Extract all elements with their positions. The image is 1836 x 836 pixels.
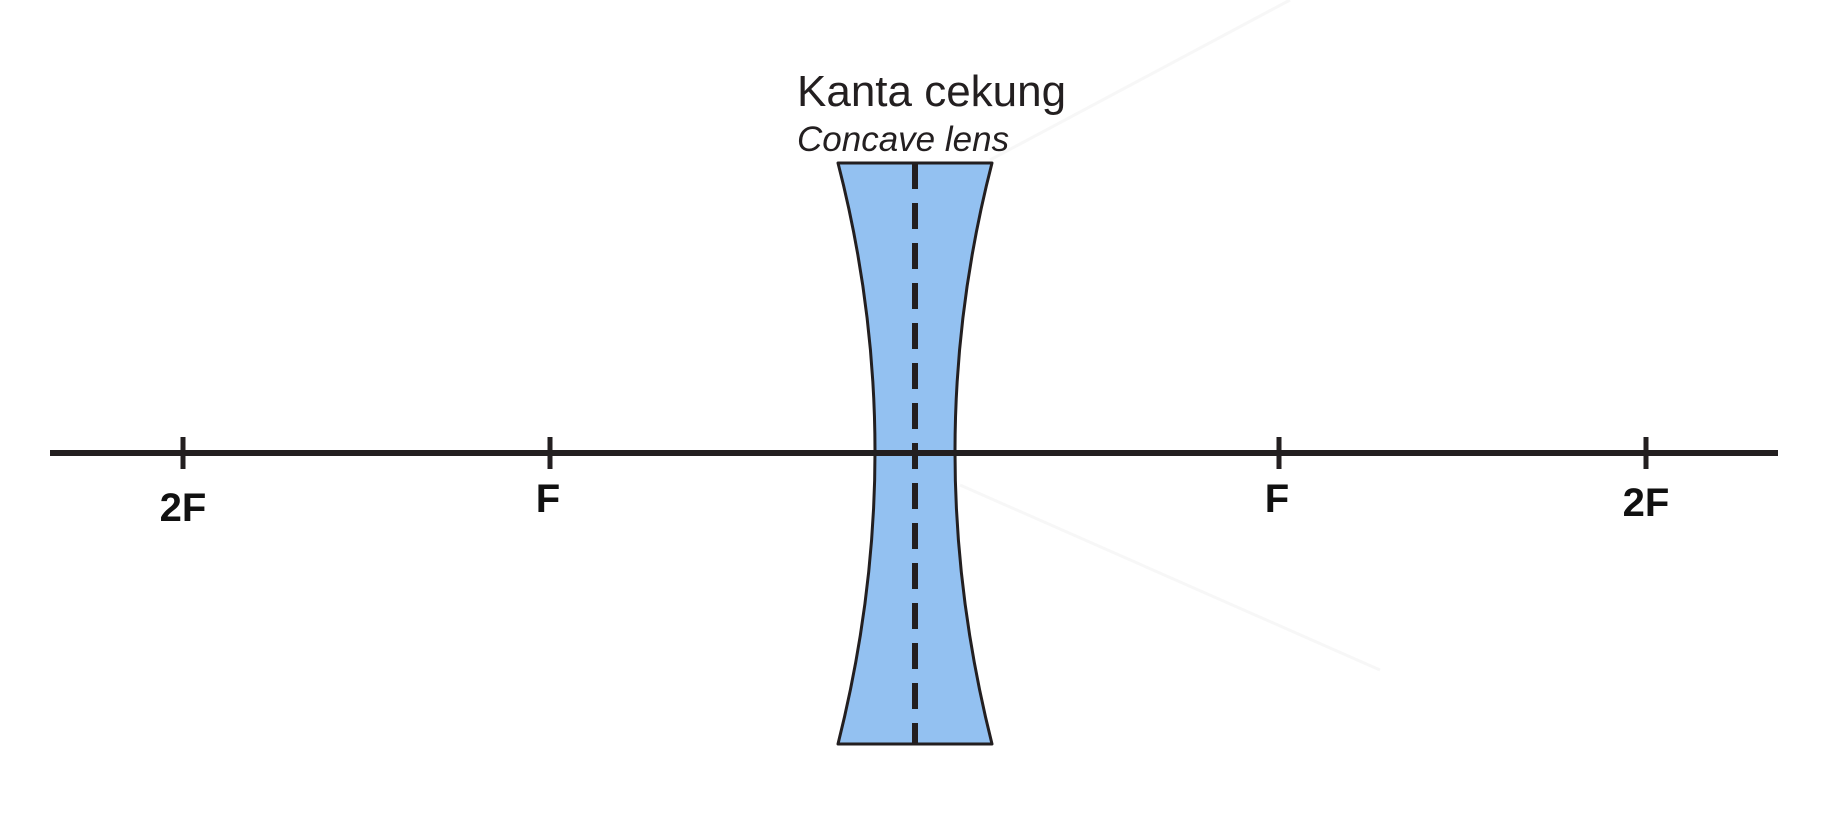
label-f-left: F bbox=[536, 477, 560, 521]
label-2f-left: 2F bbox=[160, 486, 207, 530]
lens-title: Kanta cekung bbox=[797, 67, 1066, 116]
label-f-right: F bbox=[1265, 477, 1289, 521]
lens-subtitle: Concave lens bbox=[797, 120, 1009, 159]
label-2f-right: 2F bbox=[1623, 481, 1670, 525]
